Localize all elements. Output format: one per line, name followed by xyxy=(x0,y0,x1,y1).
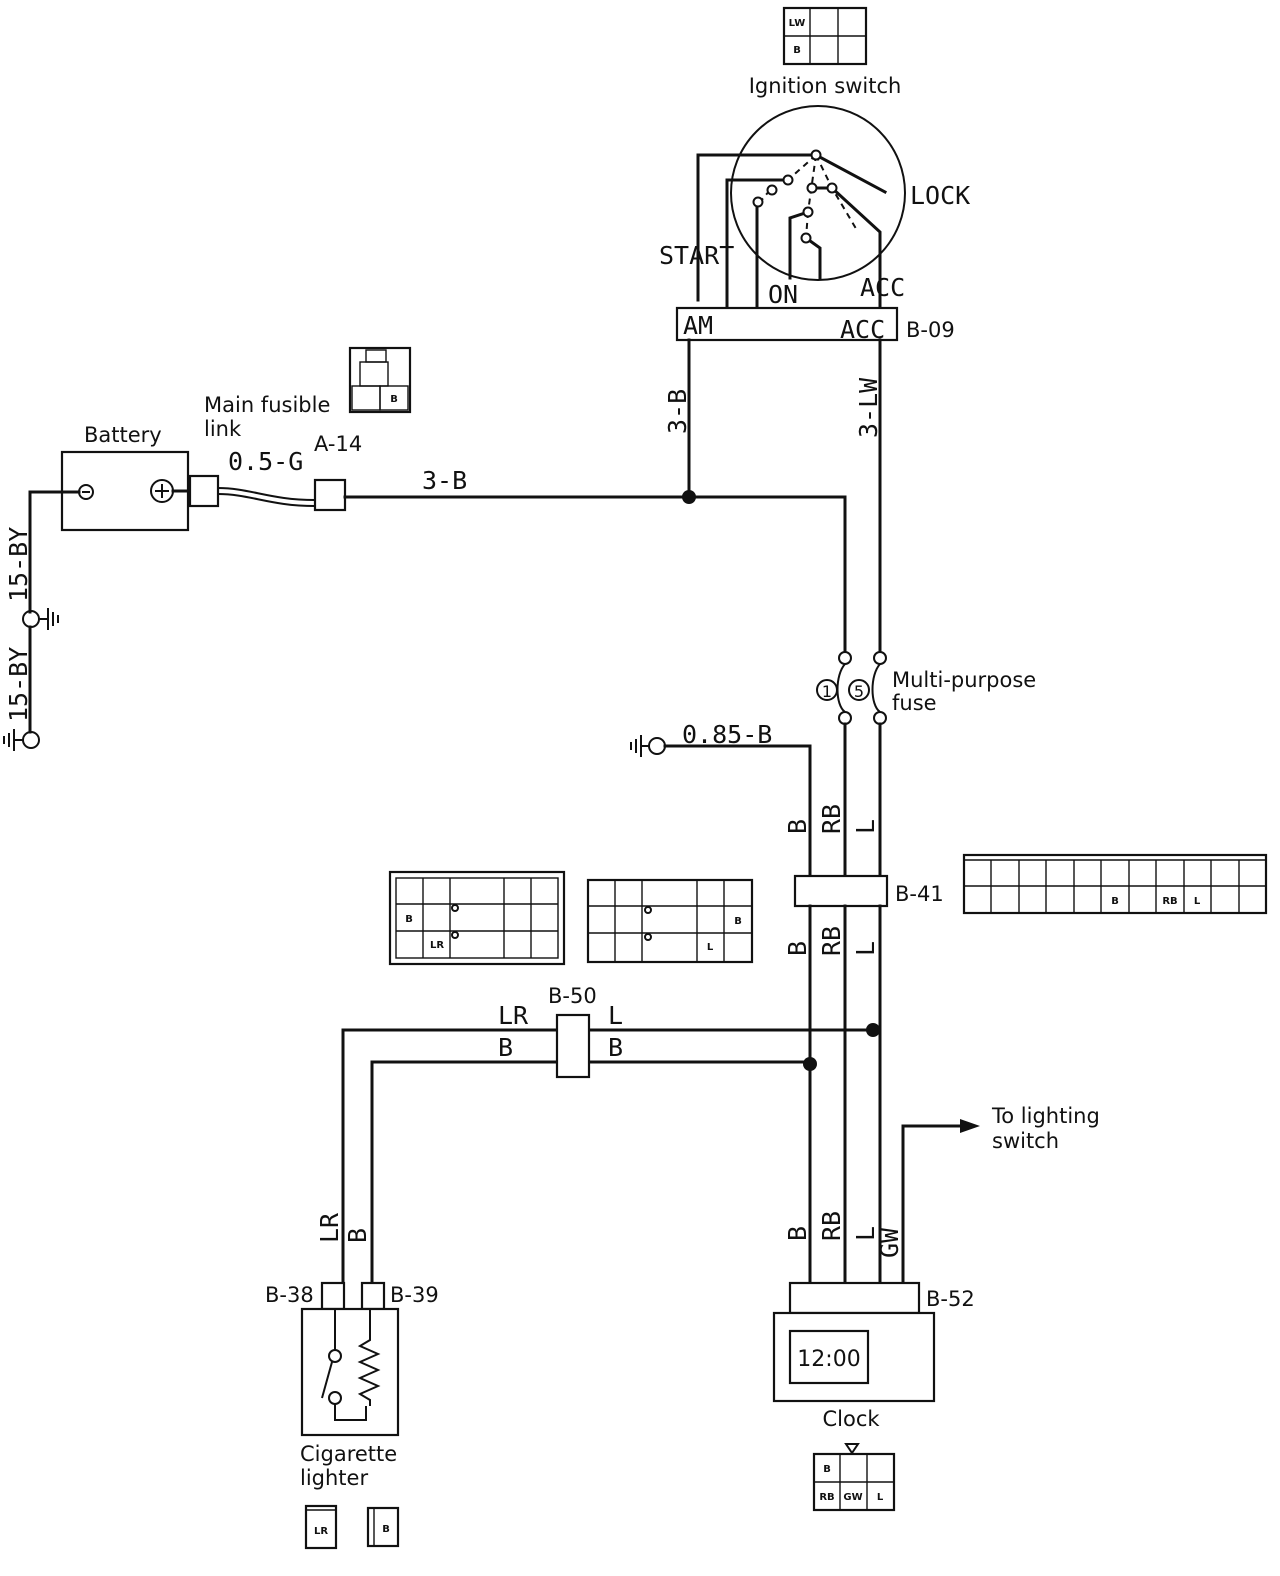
switch-start-label: START xyxy=(659,241,734,270)
connector-b38-label: B-38 xyxy=(265,1283,314,1307)
lighter-pin-b: B xyxy=(382,1524,390,1535)
connector-b09: AM ACC B-09 xyxy=(675,306,955,344)
multipurpose-fuse-label-1: Multi-purpose xyxy=(892,668,1036,692)
b41-pin-l: L xyxy=(1194,896,1201,907)
b41-top-b: B xyxy=(783,819,812,834)
b50-connector-face-male: B L xyxy=(586,878,754,964)
wire-am-label: 3-B xyxy=(663,389,692,434)
b50-right-l: L xyxy=(608,1001,623,1030)
b41-bot-rb: RB xyxy=(817,926,846,956)
cigarette-lighter-label-2: lighter xyxy=(300,1466,368,1490)
switch-lock-label: LOCK xyxy=(910,181,970,210)
fusible-wire-label: 0.5-G xyxy=(228,447,303,476)
clock-pin-rb: RB xyxy=(819,1492,834,1503)
fuse-5-number: 5 xyxy=(854,682,864,701)
ignition-switch-connector-face: LW B xyxy=(782,6,868,66)
b41-pin-rb: RB xyxy=(1162,896,1177,907)
b50a-pin-lr: LR xyxy=(430,940,444,951)
b41-top-rb: RB xyxy=(817,804,846,834)
switch-on-label: ON xyxy=(768,280,798,309)
b50-connector-face-female: B LR xyxy=(388,870,566,966)
lighting-switch-label-2: switch xyxy=(992,1129,1059,1153)
pin-label-b: B xyxy=(793,45,801,56)
b50a-pin-b: B xyxy=(405,914,413,925)
ground-085: 0.85-B xyxy=(630,720,812,878)
fusible-pin-b: B xyxy=(390,394,398,405)
connector-a14 xyxy=(313,478,347,512)
clock-connector-face: B RB GW L xyxy=(812,1443,896,1512)
switch-acc-label: ACC xyxy=(860,273,905,302)
pin-label-lw: LW xyxy=(789,18,806,29)
connector-b50-label: B-50 xyxy=(548,984,597,1008)
ground-085-label: 0.85-B xyxy=(682,720,772,749)
battery-ground-upper-label: 15-BY xyxy=(4,527,33,602)
clock-display: 12:00 xyxy=(797,1347,860,1372)
fusible-link-connector-face: B xyxy=(348,346,412,414)
connector-a14-label: A-14 xyxy=(314,432,362,456)
connector-b52-label: B-52 xyxy=(926,1287,975,1311)
lighter-wire-b: B xyxy=(343,1228,372,1243)
connector-b41-label: B-41 xyxy=(895,882,944,906)
b50b-pin-l: L xyxy=(707,942,714,953)
b50-left-lr: LR xyxy=(498,1001,529,1030)
wire-acc-label: 3-LW xyxy=(854,377,883,438)
fuse-1-number: 1 xyxy=(822,682,832,701)
clock-pin-gw: GW xyxy=(843,1492,862,1503)
cigarette-lighter xyxy=(300,1281,400,1437)
lighter-connector-faces: LR B xyxy=(304,1504,400,1550)
clock-pin-b: B xyxy=(823,1464,831,1475)
connector-b39-label: B-39 xyxy=(390,1283,439,1307)
battery-ground-lower-label: 15-BY xyxy=(4,647,33,722)
main-feed-label: 3-B xyxy=(422,466,467,495)
connector-b39 xyxy=(360,1281,386,1311)
b41-bot-l: L xyxy=(851,941,880,956)
connector-b09-label: B-09 xyxy=(906,318,955,342)
connector-b41 xyxy=(793,874,889,908)
connector-b50 xyxy=(555,1013,591,1079)
connector-b52 xyxy=(788,1281,921,1315)
fusible-link-label-2: link xyxy=(204,417,242,441)
b41-bot-b: B xyxy=(783,941,812,956)
clock-wire-b: B xyxy=(783,1226,812,1241)
lighting-switch-label-1: To lighting xyxy=(991,1104,1100,1128)
b41-top-l: L xyxy=(851,819,880,834)
wire-main-feed xyxy=(343,495,847,654)
multipurpose-fuse-label-2: fuse xyxy=(892,691,937,715)
ignition-switch-label: Ignition switch xyxy=(749,74,902,98)
b50b-pin-b: B xyxy=(734,916,742,927)
clock-unit: 12:00 xyxy=(772,1281,936,1403)
battery-ground: 15-BY 15-BY xyxy=(3,490,81,751)
terminal-acc-label: ACC xyxy=(840,315,885,344)
clock-label: Clock xyxy=(822,1407,880,1431)
clock-pin-l: L xyxy=(877,1492,884,1503)
lighter-wire-lr: LR xyxy=(315,1212,344,1243)
connector-b38 xyxy=(320,1281,346,1311)
b50-left-b: B xyxy=(498,1033,513,1062)
b41-pin-b: B xyxy=(1111,896,1119,907)
clock-wire-rb: RB xyxy=(817,1211,846,1241)
ignition-switch-symbol: LOCK START ON ACC xyxy=(659,105,970,309)
clock-wire-gw: GW xyxy=(875,1227,904,1258)
battery: Battery xyxy=(60,423,220,532)
clock-wire-l: L xyxy=(851,1226,880,1241)
multipurpose-fuses: 1 5 xyxy=(816,651,887,725)
fusible-link-label-1: Main fusible xyxy=(204,393,330,417)
battery-label: Battery xyxy=(84,423,162,447)
terminal-am-label: AM xyxy=(683,311,713,340)
b41-connector-face: B RB L xyxy=(962,853,1268,915)
cigarette-lighter-label-1: Cigarette xyxy=(300,1442,397,1466)
lighter-pin-lr: LR xyxy=(314,1526,328,1537)
b50-right-b: B xyxy=(608,1033,623,1062)
